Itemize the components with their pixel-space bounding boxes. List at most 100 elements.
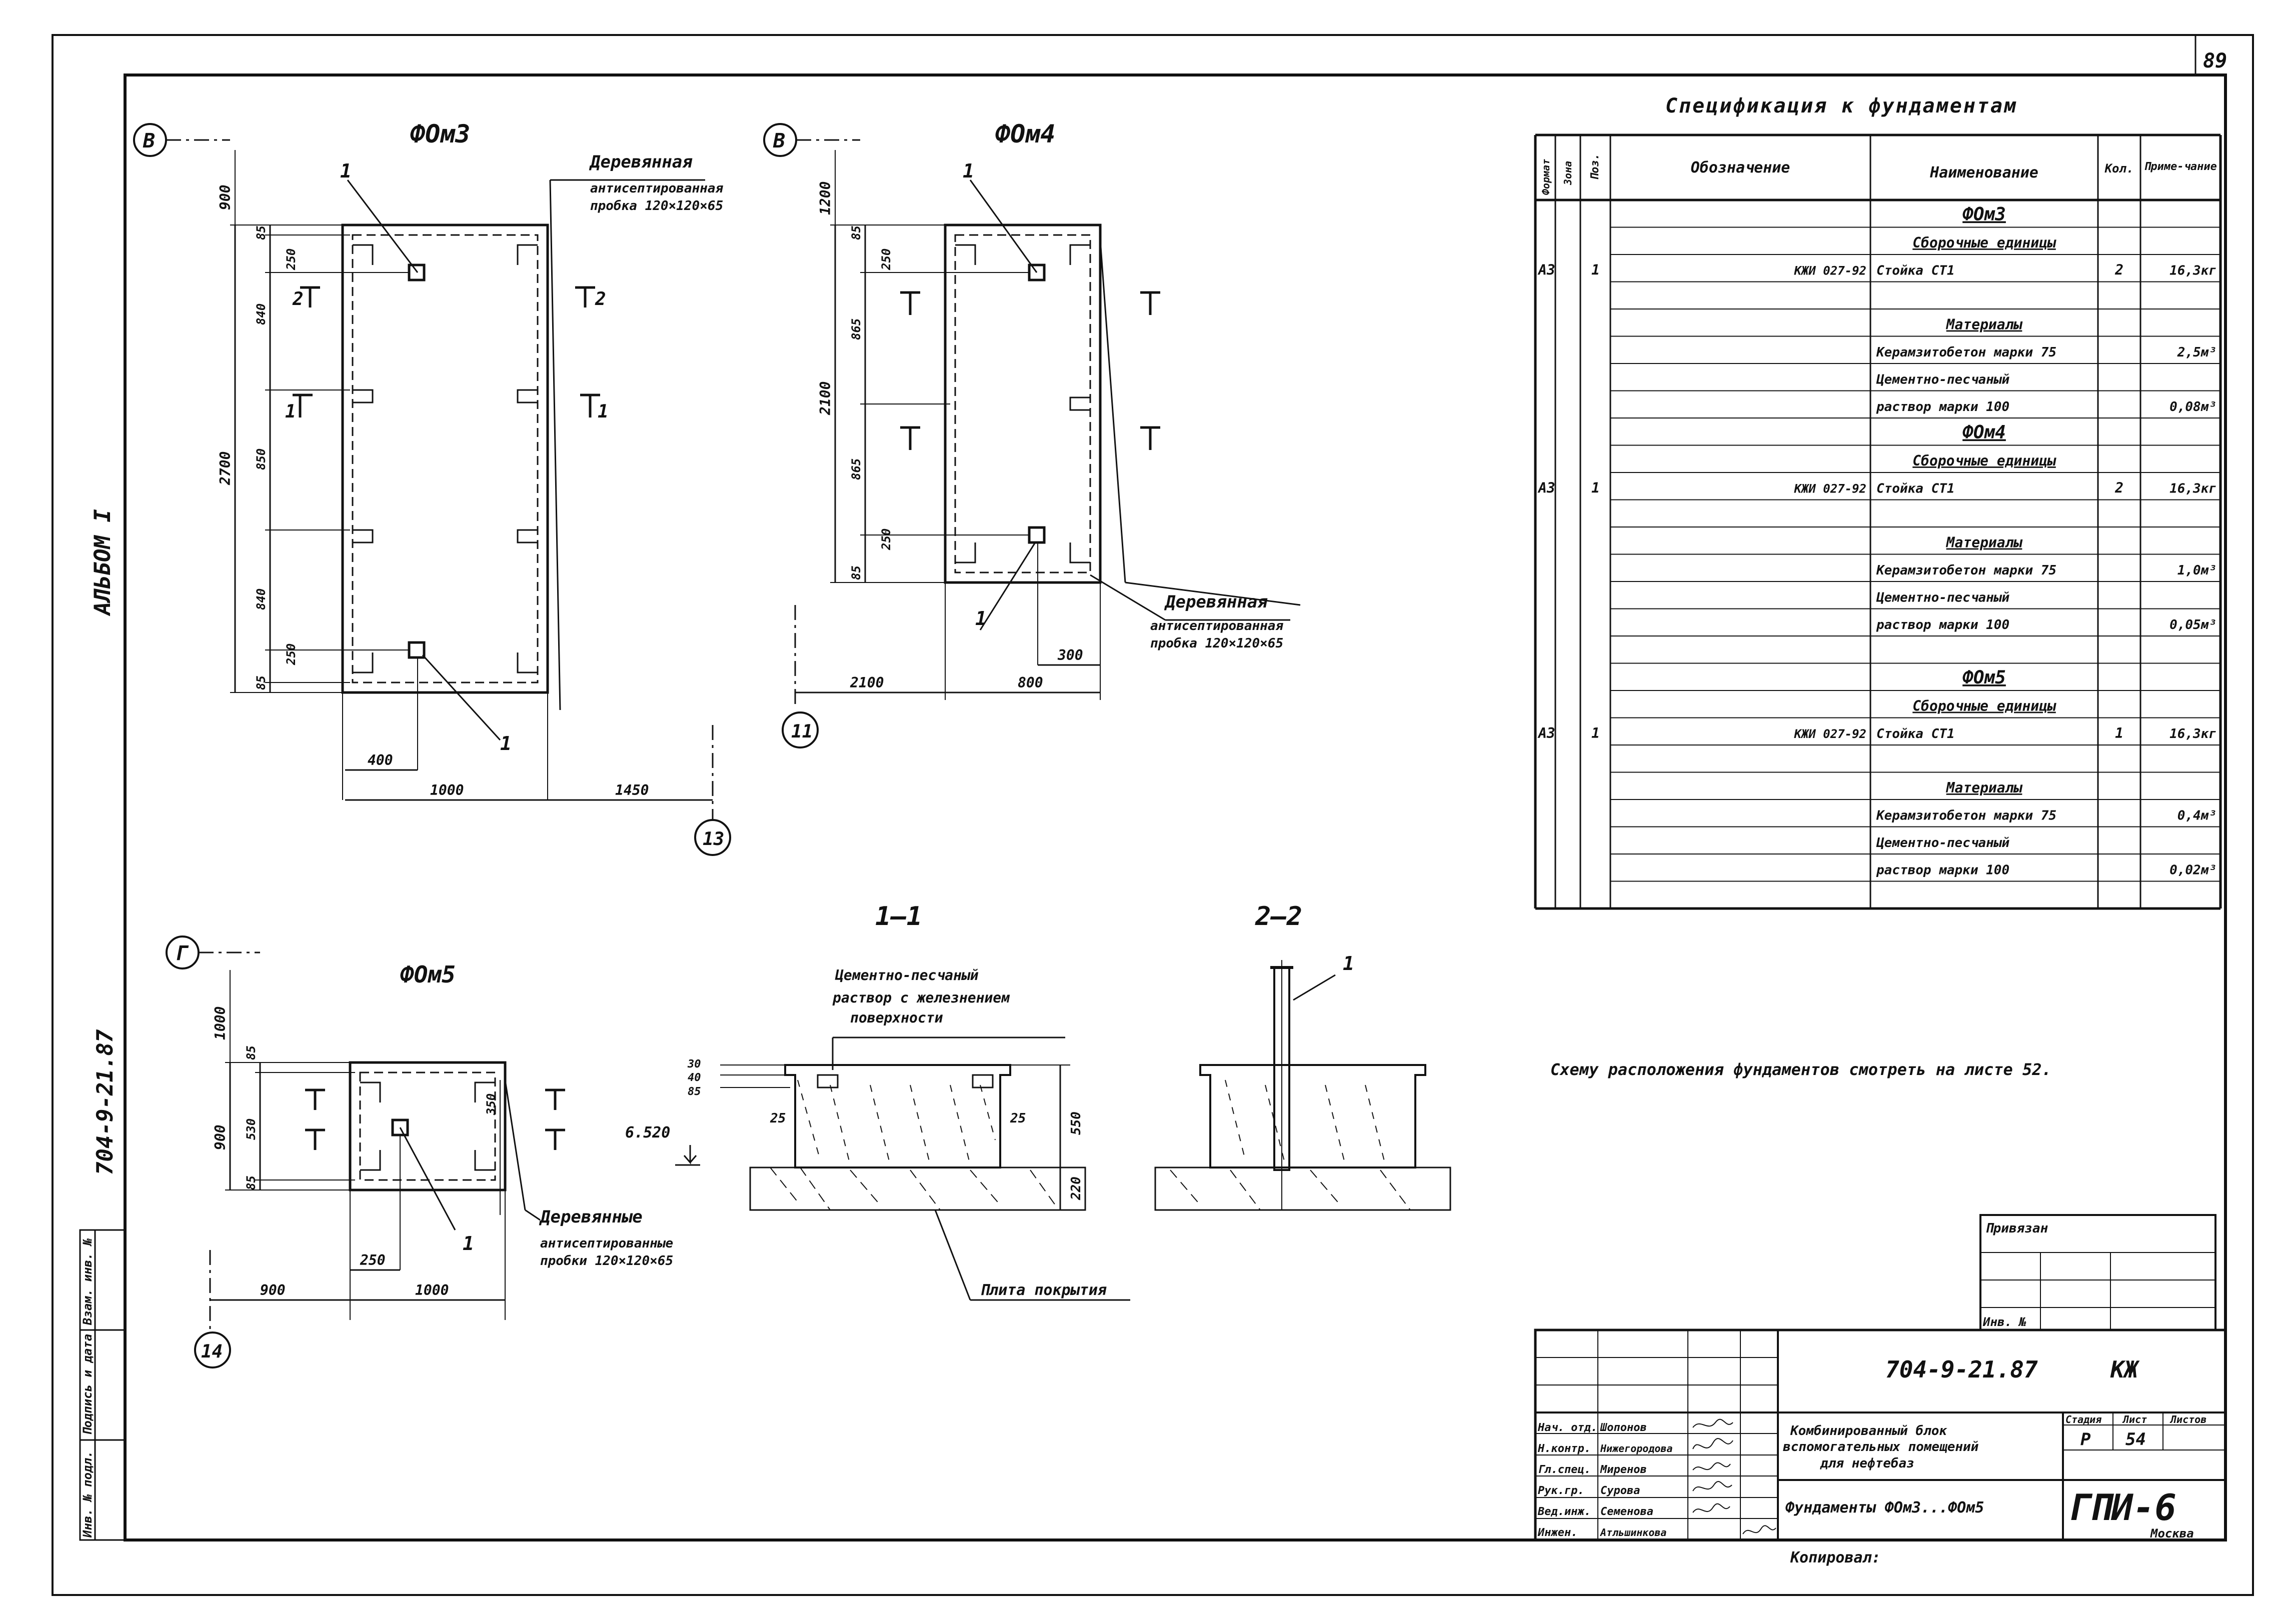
spec-header-zone: Зона: [1562, 161, 1574, 186]
signer-name-0: Шопонов: [1600, 1422, 1647, 1434]
spec-cell-d: КЖИ 027-92: [1794, 264, 1867, 278]
spec-cell-name: Стойка СТ1: [1876, 726, 1955, 742]
section-11-dim-25l: 25: [770, 1111, 786, 1126]
spec-cell-k: 2: [2114, 262, 2123, 278]
tb-col-sheets: Листов: [2169, 1414, 2206, 1426]
side-stamp-cell-2: Подпись и дата: [81, 1334, 95, 1435]
tb-project-2: вспомогательных помещений: [1783, 1440, 1979, 1454]
spec-cell-r: 0,02м³: [2169, 863, 2216, 878]
fom4-title: ФОм4: [995, 120, 1055, 148]
tb-copied: Копировал:: [1790, 1549, 1881, 1566]
section-11-note-2: раствор с железнением: [832, 990, 1010, 1006]
fom4-callout-title: Деревянная: [1164, 592, 1268, 612]
fom3-title: ФОм3: [410, 120, 470, 148]
section-11-dim-30: 30: [687, 1058, 701, 1070]
fom3-sec-2-right: 2: [595, 289, 606, 310]
section-22-title: 2–2: [1255, 902, 1302, 932]
signer-name-3: Сурова: [1600, 1484, 1640, 1497]
binding-inv-label: Инв. №: [1982, 1315, 2026, 1329]
fom4-dim-300: 300: [1057, 647, 1083, 664]
spec-cell-name: раствор марки 100: [1876, 863, 2009, 878]
fom5-callout-line3: пробки 120×120×65: [540, 1254, 673, 1268]
spec-cell-name: Цементно-песчаный: [1876, 590, 2009, 606]
fom3-axis-bottom: 13: [703, 829, 724, 850]
fom3-dim-1000: 1000: [430, 782, 464, 798]
spec-cell-p: 1: [1591, 262, 1600, 278]
fom5-dim-v0: 85: [244, 1046, 258, 1060]
spec-header-note: Приме-чание: [2144, 160, 2217, 173]
section-1-1: [675, 1036, 1130, 1301]
fom5-dim-900: 900: [260, 1282, 286, 1298]
fom5-callout-line2: антисептированные: [540, 1236, 673, 1251]
signer-role-2: Гл.спец.: [1538, 1464, 1591, 1476]
album-label: АЛЬБОМ I: [90, 509, 116, 616]
signer-name-1: Нижегородова: [1600, 1442, 1673, 1454]
fom4-dim-v4: 250: [879, 528, 893, 550]
section-11-note-1: Цементно-песчаный: [835, 967, 979, 984]
signer-role-4: Вед.инж.: [1537, 1506, 1591, 1518]
layout-note: Схему расположения фундаментов смотреть …: [1550, 1060, 2051, 1079]
fom3-callout-title: Деревянная: [589, 152, 693, 172]
spec-cell-d: КЖИ 027-92: [1794, 482, 1867, 496]
spec-cell-name: Стойка СТ1: [1876, 482, 1955, 496]
plan-fom3: [133, 123, 731, 856]
spec-cell-r: 16,3кг: [2169, 726, 2216, 742]
section-11-title: 1–1: [875, 902, 922, 932]
fom5-dim-v2: 530: [244, 1118, 258, 1140]
fom3-dim-1450: 1450: [615, 782, 649, 798]
fom4-dim-v3: 865: [849, 458, 863, 480]
tb-stage: Р: [2080, 1430, 2091, 1450]
fom5-dim-total: 900: [212, 1124, 229, 1150]
fom3-dim-v0: 85: [254, 226, 268, 240]
fom4-dim-v0: 85: [849, 226, 863, 240]
tb-sheet-name: Фундаменты ФОм3...ФОм5: [1785, 1499, 1984, 1516]
spec-cell-f: А3: [1537, 480, 1555, 496]
fom5-callout-title: Деревянные: [539, 1207, 643, 1227]
fom4-dim-800: 800: [1018, 674, 1043, 691]
spec-cell-p: 1: [1591, 725, 1600, 742]
tb-sheet: 54: [2125, 1430, 2146, 1450]
fom4-callout-line3: пробка 120×120×65: [1150, 636, 1283, 651]
signer-name-2: Миренов: [1600, 1464, 1647, 1476]
fom4-dim-top: 1200: [817, 182, 834, 215]
spec-cell-name: Керамзитобетон марки 75: [1876, 563, 2056, 578]
spec-cell-name: Сборочные единицы: [1912, 698, 2056, 714]
spec-cell-r: 0,4м³: [2177, 808, 2216, 824]
spec-header-format: Формат: [1540, 159, 1552, 195]
spec-cell-r: 0,05м³: [2169, 618, 2216, 632]
tb-code: 704-9-21.87: [1885, 1356, 2038, 1383]
fom3-callout-line3: пробка 120×120×65: [590, 198, 723, 214]
fom5-item-mark: 1: [463, 1232, 474, 1254]
tb-org: ГПИ-6: [2068, 1486, 2176, 1528]
fom3-sec-2-left: 2: [292, 289, 304, 310]
spec-cell-name: ФОм3: [1962, 204, 2006, 225]
section-11-note-3: поверхности: [850, 1010, 943, 1026]
spec-cell-name: Цементно-песчаный: [1876, 836, 2009, 850]
spec-cell-name: раствор марки 100: [1876, 618, 2009, 632]
fom3-axis-left: В: [143, 130, 155, 152]
fom4-item-mark-bottom: 1: [975, 608, 987, 630]
fom3-callout-line2: антисептированная: [590, 181, 723, 196]
fom5-dim-top: 1000: [212, 1006, 229, 1040]
spec-cell-name: раствор марки 100: [1876, 400, 2009, 414]
fom3-item-mark-top: 1: [340, 160, 352, 182]
signer-role-0: Нач. отд.: [1537, 1422, 1597, 1434]
side-stamp: [79, 1229, 126, 1541]
tb-city: Москва: [2150, 1526, 2194, 1540]
fom3-sec-1-right: 1: [598, 402, 609, 422]
fom3-dim-v6: 85: [254, 676, 268, 690]
fom3-dim-v1: 250: [284, 248, 298, 270]
spec-cell-name: Керамзитобетон марки 75: [1876, 345, 2056, 360]
section-2-2: [1154, 960, 1451, 1211]
signer-name-5: Атльшинкова: [1599, 1526, 1666, 1538]
fom5-dim-1000: 1000: [415, 1282, 449, 1298]
spec-cell-f: А3: [1537, 262, 1555, 278]
plan-fom4: [763, 123, 1301, 748]
spec-cell-name: ФОм5: [1962, 668, 2006, 688]
spec-cell-p: 1: [1591, 480, 1600, 496]
spec-cell-name: Материалы: [1946, 316, 2023, 333]
spec-cell-r: 16,3кг: [2169, 264, 2216, 278]
spec-cell-k: 2: [2114, 480, 2123, 496]
fom4-dim-v1: 250: [879, 248, 893, 270]
